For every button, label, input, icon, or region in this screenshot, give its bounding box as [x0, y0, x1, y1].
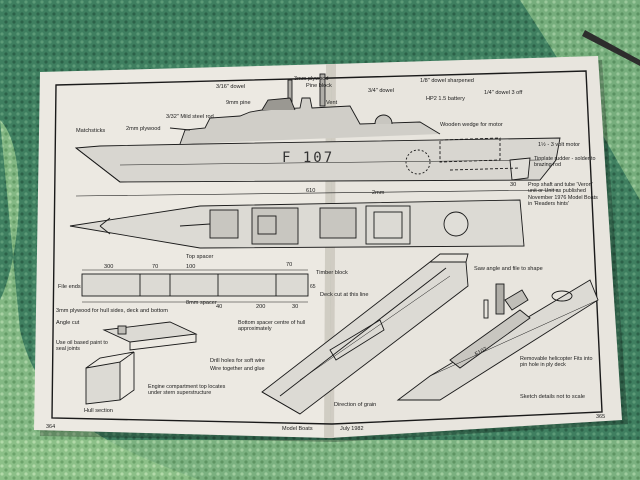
- label-sketch-details: Sketch details not to scale: [520, 394, 585, 400]
- label-3mm-sides: 3mm plywood for hull sides, deck and bot…: [56, 308, 168, 314]
- finished-ship-sketch: [396, 279, 599, 401]
- label-timber-block: Timber block: [316, 270, 348, 276]
- dim-65: 65: [310, 284, 316, 290]
- label-top-spacer: Top spacer: [186, 254, 213, 260]
- label-helicopter: Removable helicopter Fits into pin hole …: [520, 356, 593, 369]
- label-wire-glue: Wire together and glue: [210, 366, 265, 372]
- label-deck-cut: Deck cut at this line: [320, 292, 369, 298]
- hull-section-sketch: [85, 321, 198, 405]
- label-rudder: Tinplate rudder - solder to brazing rod: [534, 156, 596, 169]
- label-battery: HP2 1.5 battery: [426, 96, 465, 102]
- label-bottom-spacer: Bottom spacer centre of hull approximate…: [238, 320, 306, 333]
- label-vent: Vent: [326, 100, 338, 106]
- label-pine-block: Pine block: [306, 83, 332, 89]
- dim-200: 200: [256, 304, 265, 310]
- hull-layout: [81, 269, 309, 303]
- dim-30-profile: 30: [510, 182, 516, 188]
- page-number-left: 364: [46, 424, 55, 430]
- label-prop-shaft: Prop shaft and tube 'Veron' unit or Unit…: [528, 182, 598, 208]
- label-9mm-pine: 9mm pine: [226, 100, 251, 106]
- dim-30-hull: 30: [292, 304, 298, 310]
- label-2mm-plywood: 2mm plywood: [126, 126, 161, 132]
- label-34-dowel: 3/4" dowel: [368, 88, 394, 94]
- label-file-ends: File ends: [58, 284, 81, 290]
- footer-date: July 1982: [340, 426, 364, 432]
- hull-number: F 107: [282, 150, 334, 166]
- label-drill-holes: Drill holes for soft wire: [210, 358, 265, 364]
- page-number-right: 365: [596, 414, 605, 420]
- label-oil-paint: Use oil based paint to seal joints: [56, 340, 108, 353]
- dim-line-610: [75, 189, 559, 197]
- footer-magazine: Model Boats: [282, 426, 313, 432]
- label-hull-section: Hull section: [84, 408, 113, 414]
- label-angle-cut: Angle cut: [56, 320, 80, 326]
- label-mild-steel-rod: 3/32" Mild steel rod: [166, 114, 214, 120]
- pencil-object: [582, 30, 640, 66]
- dim-610: 610: [306, 188, 315, 194]
- label-18-dowel: 1/8" dowel sharpened: [420, 78, 474, 84]
- sketch-hull-number: F107: [474, 346, 488, 357]
- label-3mm-plywood: 3mm plywood: [294, 76, 329, 82]
- ship-side-profile: [74, 73, 561, 183]
- dim-300: 300: [104, 264, 113, 270]
- cloth-light-bottom: [0, 440, 640, 480]
- label-316-dowel: 3/16" dowel: [216, 84, 245, 90]
- dim-70-a: 70: [152, 264, 158, 270]
- drawing-frame: [51, 70, 603, 425]
- dim-2mm: 2mm: [372, 190, 385, 196]
- dim-100: 100: [186, 264, 195, 270]
- ship-top-view: [69, 199, 525, 249]
- label-matchsticks: Matchsticks: [76, 128, 105, 134]
- label-14-dowel: 1/4" dowel 3 off: [484, 90, 523, 96]
- dim-70-b: 70: [286, 262, 292, 268]
- assembly-sketch: [261, 253, 469, 415]
- label-saw-angle: Saw angle and file to shape: [474, 266, 543, 272]
- label-motor: 1½ - 3 volt motor: [538, 141, 580, 148]
- label-direction-grain: Direction of grain: [334, 402, 376, 408]
- label-8mm-spacer: 8mm spacer: [186, 300, 217, 306]
- dim-40: 40: [216, 304, 222, 310]
- label-engine-compartment: Engine compartment top locates under ste…: [148, 384, 226, 397]
- label-wooden-wedge: Wooden wedge for motor: [440, 122, 503, 128]
